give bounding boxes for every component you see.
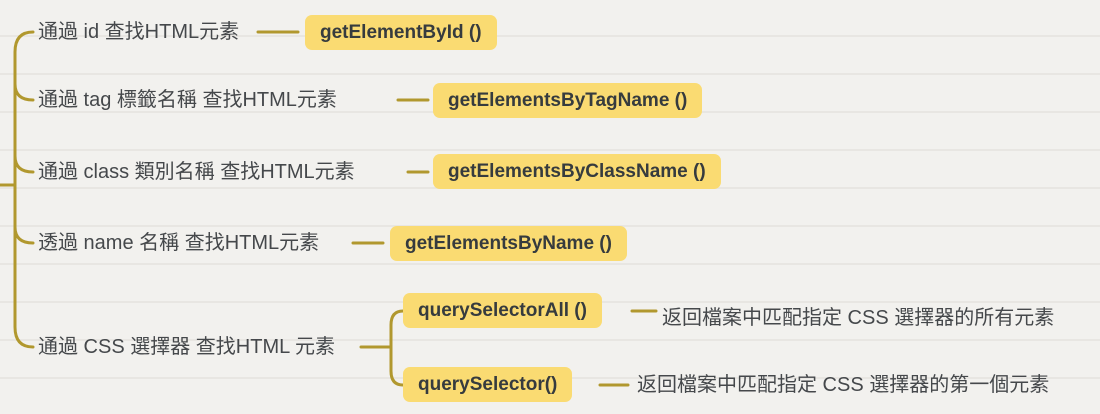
method-node-getelementsbyname[interactable]: getElementsByName (): [390, 226, 627, 261]
method-node-getelementsbytagname[interactable]: getElementsByTagName (): [433, 83, 703, 118]
branch-label-css[interactable]: 通過 CSS 選擇器 查找HTML 元素: [38, 336, 336, 358]
method-node-getelementsbyclassname[interactable]: getElementsByClassName (): [433, 154, 721, 189]
branch-curve-tag: [13, 82, 35, 102]
method-node-getelementbyid[interactable]: getElementById (): [305, 15, 497, 50]
branch-label-class[interactable]: 通過 class 類別名稱 查找HTML元素: [38, 161, 355, 183]
fork-bracket-css: [389, 309, 405, 387]
desc-queryselectorall[interactable]: 返回檔案中匹配指定 CSS 選擇器的所有元素: [662, 307, 1055, 329]
branch-label-name[interactable]: 透過 name 名稱 查找HTML元素: [38, 232, 320, 254]
method-node-queryselectorall[interactable]: querySelectorAll (): [403, 293, 602, 328]
branch-label-id[interactable]: 通過 id 查找HTML元素: [38, 21, 240, 43]
branch-curve-name: [13, 225, 35, 245]
desc-queryselector[interactable]: 返回檔案中匹配指定 CSS 選擇器的第一個元素: [637, 374, 1050, 396]
trunk-line: [13, 30, 35, 349]
method-node-queryselector[interactable]: querySelector(): [403, 367, 573, 402]
branch-curve-class: [13, 154, 35, 174]
branch-label-tag[interactable]: 通過 tag 標籤名稱 查找HTML元素: [38, 89, 337, 111]
